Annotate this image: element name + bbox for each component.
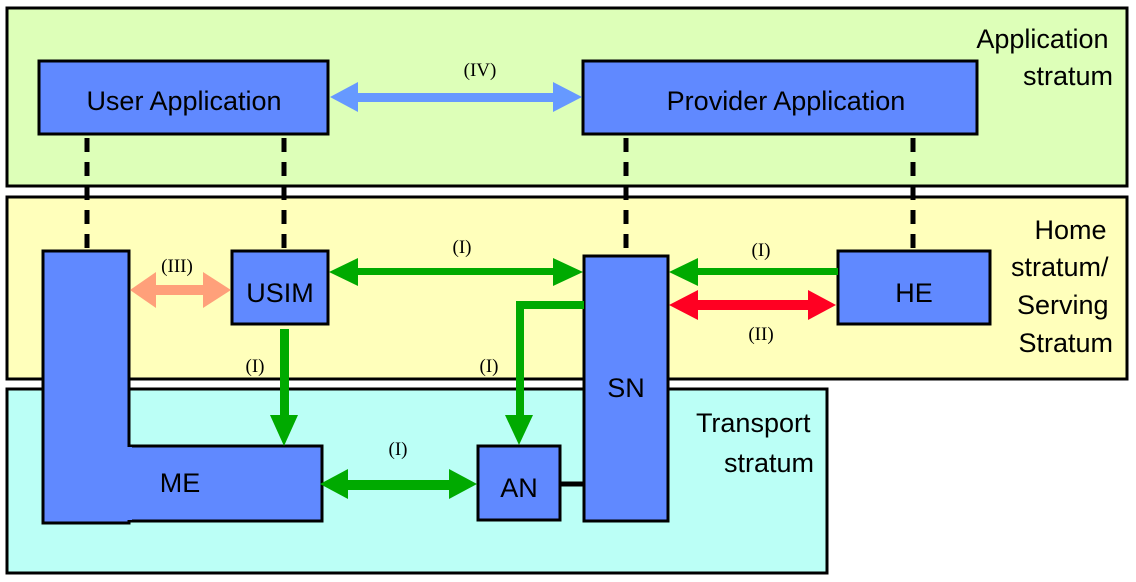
usim-box[interactable] (230, 249, 330, 326)
he-box[interactable] (836, 249, 992, 326)
transport-stratum-label: Transport stratum (696, 408, 818, 478)
an-label: AN (500, 473, 538, 503)
me-box[interactable] (127, 444, 324, 523)
link-sn-he-security-arrow (669, 290, 836, 320)
link-iv-arrow (330, 82, 582, 112)
sn-label: SN (607, 373, 645, 403)
terminal-me-join (126, 447, 132, 520)
link-sn-an-label: (I) (480, 356, 499, 377)
home-serving-stratum-label: Home stratum/ Serving Stratum (1011, 215, 1116, 358)
provider-application-box[interactable] (581, 59, 979, 136)
link-me-an-arrow (320, 469, 477, 499)
link-usim-sn-arrow (329, 258, 583, 286)
link-sn-an-arrow (505, 301, 584, 445)
link-iii-arrow (130, 272, 231, 308)
provider-application-label: Provider Application (667, 86, 906, 116)
user-application-label: User Application (86, 86, 281, 116)
me-label: ME (160, 468, 201, 498)
sn-box[interactable] (582, 254, 670, 523)
link-me-an-label: (I) (389, 439, 408, 460)
link-he-sn-arrow (669, 258, 838, 286)
usim-label: USIM (246, 278, 314, 308)
an-box[interactable] (476, 444, 562, 522)
he-label: HE (895, 278, 933, 308)
user-application-box[interactable] (37, 59, 330, 136)
link-iii-label: (III) (161, 256, 193, 277)
link-usim-me-arrow (270, 329, 298, 446)
application-stratum-label: Application stratum (976, 24, 1116, 91)
link-iv-label: (IV) (464, 60, 497, 81)
link-he-sn-label: (I) (752, 240, 771, 261)
dashed-connectors (84, 138, 916, 256)
link-usim-me-label: (I) (246, 356, 265, 377)
link-sn-he-security-label: (II) (748, 324, 773, 345)
link-usim-sn-label: (I) (453, 237, 472, 258)
terminal-box[interactable] (41, 249, 131, 525)
